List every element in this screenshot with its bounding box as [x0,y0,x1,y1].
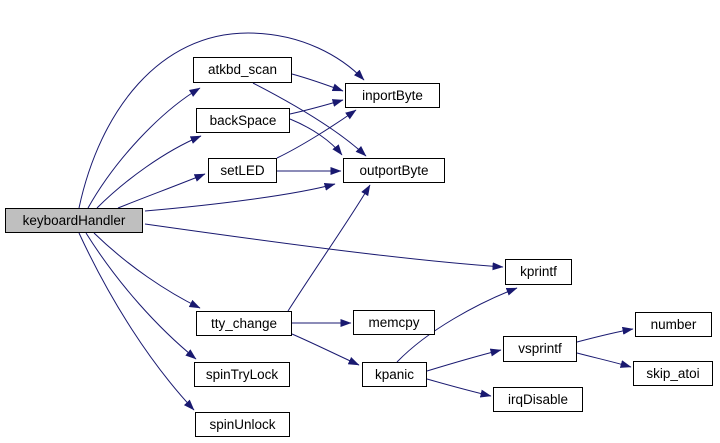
node-kprintf[interactable]: kprintf [505,259,572,285]
node-backSpace[interactable]: backSpace [196,108,290,133]
edge-vsprintf-number [576,326,634,343]
edge-kpanic-vsprintf [426,348,502,372]
edge-keyboardHandler-spinUnlock [78,232,195,411]
edge-kpanic-irqDisable [426,378,492,398]
node-spinUnlock[interactable]: spinUnlock [195,412,290,437]
node-inportByte[interactable]: inportByte [345,83,440,108]
node-outportByte[interactable]: outportByte [343,158,445,183]
edge-keyboardHandler-spinTryLock [85,232,197,360]
node-atkbd_scan[interactable]: atkbd_scan [193,57,292,83]
edge-backSpace-inportByte [289,99,344,115]
node-vsprintf[interactable]: vsprintf [503,336,577,362]
edge-backSpace-outportByte [289,118,343,156]
node-spinTryLock[interactable]: spinTryLock [194,362,290,387]
node-memcpy[interactable]: memcpy [353,310,435,335]
edge-keyboardHandler-backSpace [96,135,202,209]
edge-setLED-inportByte [276,109,357,159]
edge-keyboardHandler-kprintf [144,223,504,271]
node-irqDisable[interactable]: irqDisable [493,387,583,412]
node-tty_change[interactable]: tty_change [196,311,292,336]
edge-atkbd_scan-outportByte [252,82,367,157]
node-keyboardHandler: keyboardHandler [5,208,143,233]
edge-tty_change-kpanic [291,333,360,366]
edge-keyboardHandler-tty_change [93,232,201,309]
node-setLED[interactable]: setLED [208,158,277,183]
node-skip_atoi[interactable]: skip_atoi [633,361,713,386]
edge-keyboardHandler-setLED [117,173,206,209]
edge-keyboardHandler-outportByte [144,182,336,212]
edge-atkbd_scan-inportByte [291,73,344,92]
node-kpanic[interactable]: kpanic [362,362,427,387]
edge-vsprintf-skip_atoi [576,352,632,368]
edge-keyboardHandler-inportByte [78,32,365,209]
node-number[interactable]: number [635,312,712,337]
edge-kpanic-kprintf [396,287,518,363]
edge-keyboardHandler-atkbd_scan [87,87,201,209]
edge-tty_change-outportByte [287,184,371,312]
